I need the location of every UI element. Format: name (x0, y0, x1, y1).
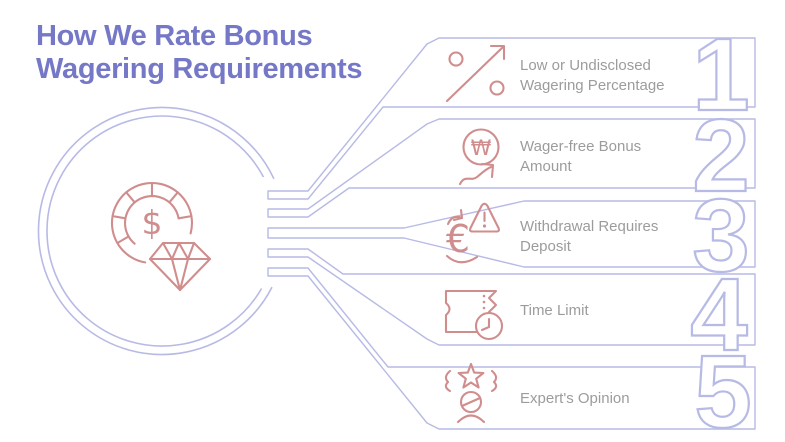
banner-3-label: Withdrawal Requires Deposit (520, 218, 663, 255)
banner-labels: Low or Undisclosed Wagering Percentage W… (520, 57, 665, 407)
rank-number-4: 4 (690, 257, 747, 372)
banner-1-label-line1: Low or Undisclosed (520, 57, 651, 74)
banner-5 (267, 267, 756, 430)
rank-number-5: 5 (694, 334, 751, 442)
hub-circle-inner (46, 115, 265, 347)
banner-3 (267, 200, 756, 268)
banner-2 (267, 118, 756, 218)
expert-stars-icon (444, 362, 498, 424)
banner-5-label: Expert's Opinion (520, 390, 630, 407)
rank-numbers: 1 2 3 4 5 (689, 16, 752, 442)
rank-number-2: 2 (692, 98, 749, 213)
banner-1 (267, 37, 756, 200)
banner-5-label-line1: Expert's Opinion (520, 390, 630, 407)
banner-4-label: Time Limit (520, 302, 589, 319)
ticket-clock-icon (444, 289, 504, 341)
banner-4 (267, 248, 756, 346)
banner-ribbons (267, 37, 756, 430)
wager-free-coin-icon: ₩ (458, 128, 500, 186)
euro-deposit-warning-icon: € (446, 202, 500, 264)
page-title-line2: Wagering Requirements (36, 53, 362, 85)
page-title-line1: How We Rate Bonus (36, 20, 312, 52)
banner-1-label: Low or Undisclosed Wagering Percentage (520, 57, 665, 94)
percent-growth-arrow-icon (445, 44, 506, 103)
euro-symbol: € (446, 217, 470, 261)
casino-chip-diamond-icon: $ (110, 181, 212, 292)
banner-4-label-line1: Time Limit (520, 302, 589, 319)
diamond-icon (148, 241, 212, 292)
banner-2-label: Wager-free Bonus Amount (520, 138, 645, 175)
rank-number-3: 3 (692, 178, 749, 293)
won-symbol: ₩ (471, 136, 492, 160)
banner-2-label-line2: Amount (520, 158, 573, 175)
banner-3-label-line1: Withdrawal Requires (520, 218, 658, 235)
rank-number-1: 1 (692, 17, 749, 132)
dollar-symbol: $ (142, 203, 163, 242)
hub-circle (37, 106, 275, 356)
banner-3-label-line2: Deposit (520, 238, 572, 255)
banner-2-label-line1: Wager-free Bonus (520, 138, 641, 155)
page-title: How We Rate Bonus Wagering Requirements (36, 20, 362, 85)
banner-1-label-line2: Wagering Percentage (520, 77, 665, 94)
hub-circle-outer (37, 106, 275, 356)
